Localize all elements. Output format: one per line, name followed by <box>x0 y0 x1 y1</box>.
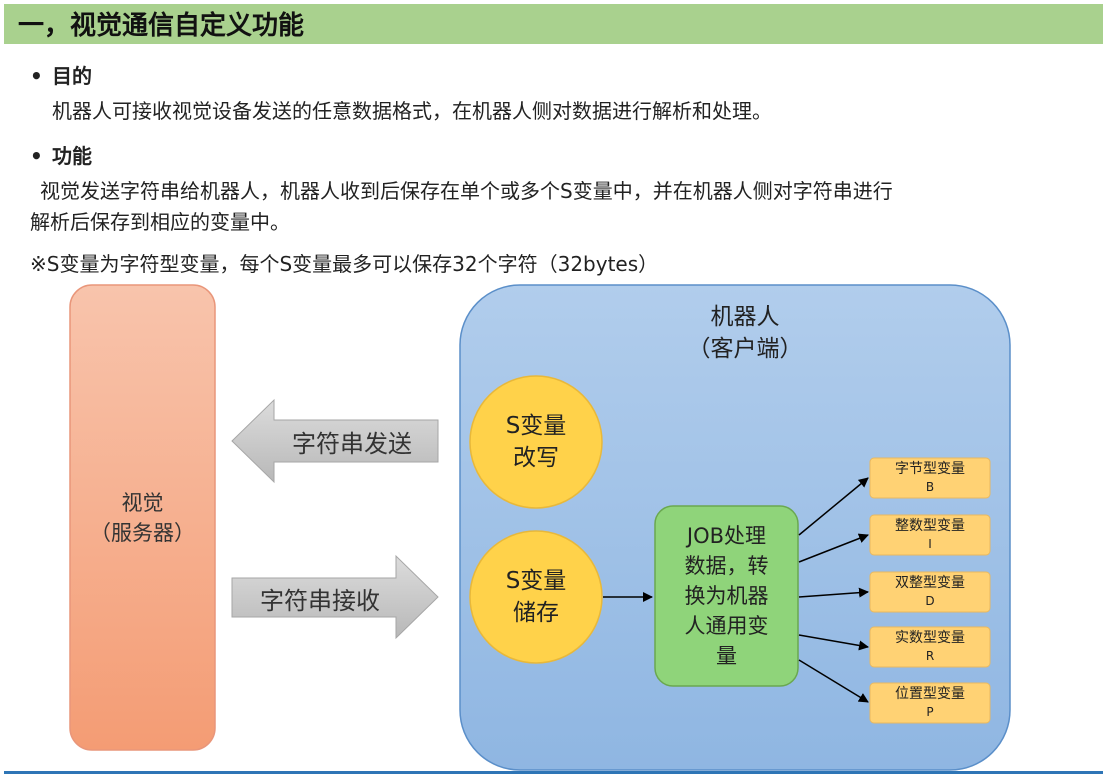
vision-sub-label: （服务器） <box>90 521 195 545</box>
var-label-byte: 字节型变量 B <box>870 458 990 498</box>
var-label-real: 实数型变量 R <box>870 627 990 667</box>
vision-server-label: 视觉 （服务器） <box>70 488 215 548</box>
job-to-position-arrow <box>798 659 869 703</box>
receive-arrow <box>231 554 439 640</box>
function-heading-row: • 功能 <box>30 140 92 169</box>
var-label-integer: 整数型变量 I <box>870 515 990 555</box>
var-name: 位置型变量 <box>895 686 965 702</box>
var-box-byte <box>869 457 991 499</box>
send-arrow-label: 字符串发送 <box>292 429 412 458</box>
page-title: 一，视觉通信自定义功能 <box>18 11 305 41</box>
var-code: D <box>925 594 935 608</box>
var-name: 整数型变量 <box>895 518 965 534</box>
s-variable-rewrite-circle <box>469 375 603 509</box>
receive-arrow-label: 字符串接收 <box>260 586 380 615</box>
robot-label: 机器人 <box>710 304 780 330</box>
function-text-line1: 视觉发送字符串给机器人，机器人收到后保存在单个或多个S变量中，并在机器人侧对字符… <box>40 179 893 203</box>
job-to-double-arrow <box>798 587 869 598</box>
vision-label: 视觉 <box>121 491 164 515</box>
job-to-byte-arrow <box>798 477 869 536</box>
s-variable-store-label: S变量 储存 <box>470 563 602 631</box>
bullet-icon: • <box>30 144 43 168</box>
var-box-double <box>869 571 991 613</box>
bullet-icon: • <box>30 64 43 88</box>
job-process-label: JOB处理 数据，转 换为机器 人通用变 量 <box>684 524 769 668</box>
robot-client-label: 机器人 （客户端） <box>660 300 830 366</box>
vision-server-box <box>69 284 216 751</box>
purpose-heading: 目的 <box>52 64 92 88</box>
var-code: P <box>926 705 934 719</box>
function-heading: 功能 <box>52 144 92 168</box>
purpose-heading-row: • 目的 <box>30 60 92 89</box>
var-code: I <box>928 537 932 551</box>
job-process-box <box>654 505 799 687</box>
var-box-integer <box>869 514 991 556</box>
job-to-integer-arrow <box>798 533 869 563</box>
var-code: B <box>925 480 935 494</box>
var-name: 双整型变量 <box>895 575 965 591</box>
rewrite-line1: S变量 <box>505 413 567 439</box>
robot-sub-label: （客户端） <box>687 336 803 362</box>
store-line1: S变量 <box>505 568 567 594</box>
store-line2: 储存 <box>513 600 559 626</box>
var-label-position: 位置型变量 P <box>870 683 990 723</box>
s-variable-store-circle <box>469 530 603 664</box>
purpose-text: 机器人可接收视觉设备发送的任意数据格式，在机器人侧对数据进行解析和处理。 <box>52 99 772 123</box>
var-box-position <box>869 682 991 724</box>
rewrite-line2: 改写 <box>513 445 559 471</box>
job-to-real-arrow <box>798 634 869 651</box>
var-name: 字节型变量 <box>895 461 965 477</box>
bottom-divider <box>4 771 1103 774</box>
var-box-real <box>869 626 991 668</box>
function-text-line2: 解析后保存到相应的变量中。 <box>30 210 290 234</box>
var-code: R <box>925 649 935 663</box>
var-name: 实数型变量 <box>895 630 965 646</box>
send-arrow <box>231 398 439 484</box>
var-label-double: 双整型变量 D <box>870 572 990 612</box>
header-bar: 一，视觉通信自定义功能 <box>4 4 1103 44</box>
note-text: ※S变量为字符型变量，每个S变量最多可以保存32个字符（32bytes） <box>30 252 659 276</box>
s-variable-rewrite-label: S变量 改写 <box>470 408 602 476</box>
